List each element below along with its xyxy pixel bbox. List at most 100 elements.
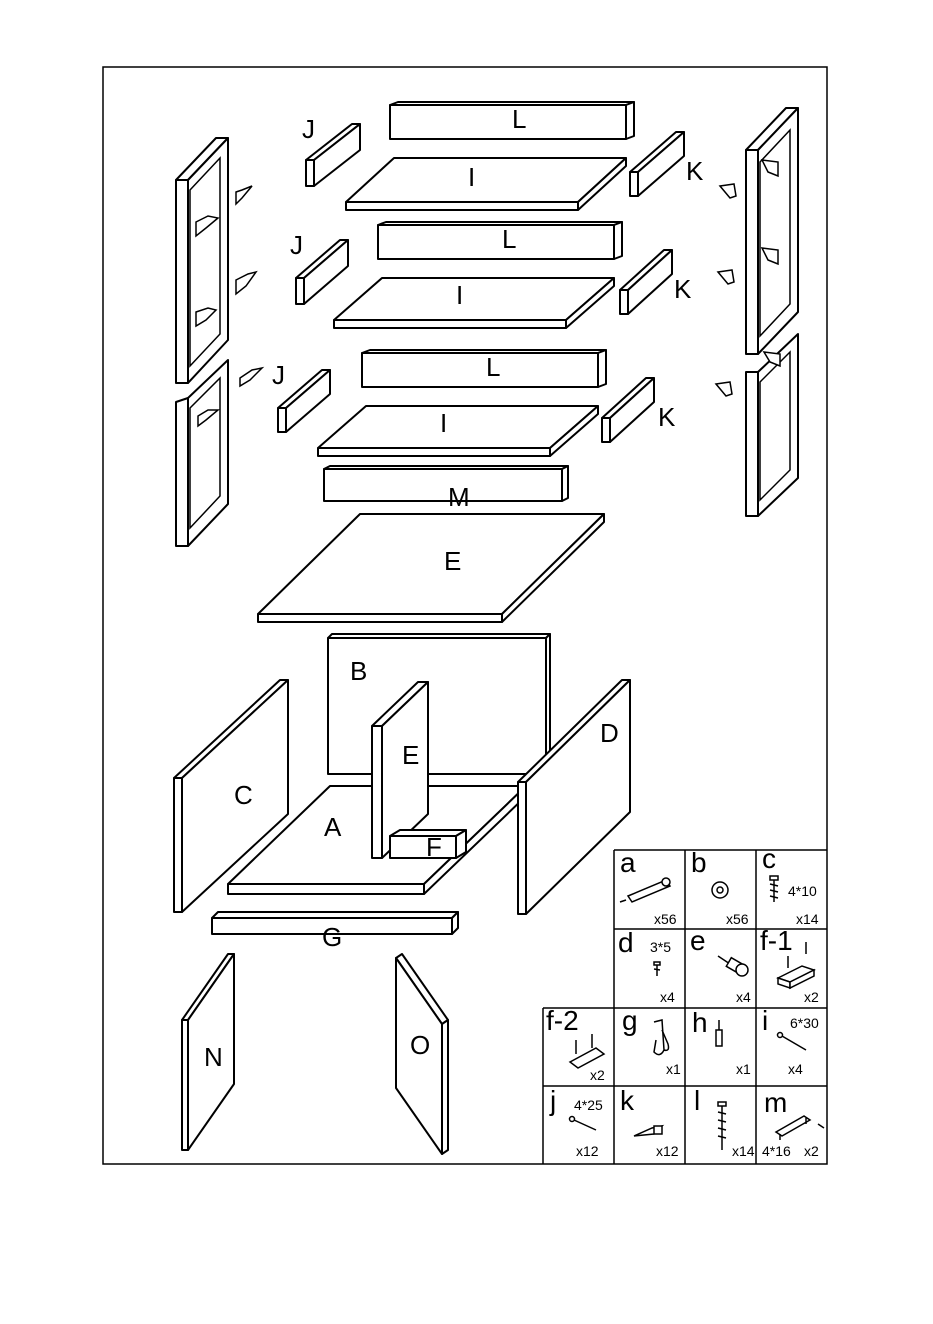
label-k-1: K <box>686 156 704 186</box>
hardware-size: 4*25 <box>574 1097 603 1113</box>
label-i-3: I <box>440 408 447 438</box>
label-l-1: L <box>512 104 526 134</box>
left-upper-door-frame <box>176 138 256 383</box>
hardware-letter: g <box>622 1005 638 1036</box>
hardware-qty: x2 <box>804 1143 819 1159</box>
right-upper-door-frame <box>718 108 798 354</box>
hardware-cell-l: l x14 <box>694 1085 755 1159</box>
label-n: N <box>204 1042 223 1072</box>
hardware-cell-h: h x1 <box>692 1007 751 1077</box>
hardware-letter: i <box>762 1005 768 1036</box>
small-screw-icon <box>654 962 660 976</box>
side-rail-j-3 <box>278 370 330 432</box>
hardware-qty: x14 <box>796 911 819 927</box>
right-lower-door-frame <box>716 334 798 516</box>
hardware-qty: x1 <box>736 1061 751 1077</box>
side-rail-k-1 <box>630 132 684 196</box>
label-i-2: I <box>456 280 463 310</box>
side-rail-k-3 <box>602 378 654 442</box>
shelf-i-1 <box>346 158 626 210</box>
label-b: B <box>350 656 367 686</box>
strike-plate-icon <box>570 1034 604 1068</box>
label-o: O <box>410 1030 430 1060</box>
label-j-2: J <box>290 230 303 260</box>
cam-lock-icon <box>712 882 728 898</box>
label-a: A <box>324 812 342 842</box>
hardware-size: 3*5 <box>650 939 671 955</box>
label-c: C <box>234 780 253 810</box>
label-l-3: L <box>486 352 500 382</box>
label-g: G <box>322 922 342 952</box>
hardware-qty: x2 <box>590 1067 605 1083</box>
hardware-cell-f1: f-1 x2 <box>760 925 819 1005</box>
long-screw-icon <box>778 1033 807 1051</box>
hardware-cell-e: e x4 <box>690 925 751 1005</box>
hardware-letter: a <box>620 847 636 878</box>
hardware-cell-a: a x56 <box>620 847 677 927</box>
hardware-letter: j <box>549 1085 556 1116</box>
knob-icon <box>718 956 748 976</box>
label-f: F <box>426 832 442 862</box>
screwdriver-icon <box>716 1020 722 1046</box>
hardware-cell-c: c 4*10 x14 <box>762 843 819 927</box>
label-m: M <box>448 482 470 512</box>
hardware-qty: x56 <box>654 911 677 927</box>
side-rail-k-2 <box>620 250 672 314</box>
hardware-qty: x4 <box>736 989 751 1005</box>
wood-screw-icon <box>718 1102 726 1150</box>
left-lower-door-frame <box>176 360 262 546</box>
hardware-cell-f2: f-2 x2 <box>546 1005 605 1083</box>
hardware-qty: x56 <box>726 911 749 927</box>
hardware-qty: x4 <box>660 989 675 1005</box>
screw-icon <box>770 876 778 902</box>
back-panel-b <box>328 634 550 774</box>
label-l-2: L <box>502 224 516 254</box>
shelf-i-3 <box>318 406 598 456</box>
hardware-letter: b <box>691 847 707 878</box>
hardware-letter: e <box>690 925 706 956</box>
back-rail-l-2 <box>378 222 622 259</box>
label-i-1: I <box>468 162 475 192</box>
label-e-top: E <box>444 546 461 576</box>
hardware-letter: f-2 <box>546 1005 579 1036</box>
hardware-cell-j: j 4*25 x12 <box>549 1085 603 1159</box>
hardware-cell-b: b x56 <box>691 847 749 927</box>
hardware-size: 4*10 <box>788 883 817 899</box>
hardware-qty: x2 <box>804 989 819 1005</box>
hardware-cell-m: m 4*16 x2 <box>762 1087 824 1159</box>
hardware-letter: k <box>620 1085 635 1116</box>
hardware-letter: l <box>694 1085 700 1116</box>
label-k-2: K <box>674 274 692 304</box>
hook-icon <box>654 1020 669 1055</box>
hardware-qty: x12 <box>656 1143 679 1159</box>
side-rail-j-2 <box>296 240 348 304</box>
hardware-qty: x1 <box>666 1061 681 1077</box>
hardware-qty: x12 <box>576 1143 599 1159</box>
hardware-cell-k: k x12 <box>620 1085 679 1159</box>
hardware-qty: x14 <box>732 1143 755 1159</box>
top-panel-e <box>258 514 604 622</box>
label-e-mid: E <box>402 740 419 770</box>
label-d: D <box>600 718 619 748</box>
hardware-size: 4*16 <box>762 1143 791 1159</box>
hardware-letter: d <box>618 927 634 958</box>
cam-bolt-icon <box>620 878 670 902</box>
screw-icon <box>570 1117 597 1131</box>
hardware-qty: x4 <box>788 1061 803 1077</box>
hardware-letter: f-1 <box>760 925 793 956</box>
hardware-cell-g: g x1 <box>622 1005 681 1077</box>
hardware-size: 6*30 <box>790 1015 819 1031</box>
rail-m <box>324 466 568 501</box>
label-k-3: K <box>658 402 676 432</box>
hardware-letter: h <box>692 1007 708 1038</box>
handle-icon <box>776 1116 824 1140</box>
hardware-cell-i: i 6*30 x4 <box>762 1005 819 1077</box>
hardware-letter: m <box>764 1087 787 1118</box>
shelf-clip-icon <box>634 1126 662 1136</box>
back-rail-l-3 <box>362 350 606 387</box>
hardware-letter: c <box>762 843 776 874</box>
hardware-cell-d: d 3*5 x4 <box>618 927 675 1005</box>
label-j-1: J <box>302 114 315 144</box>
shelf-i-2 <box>334 278 614 328</box>
